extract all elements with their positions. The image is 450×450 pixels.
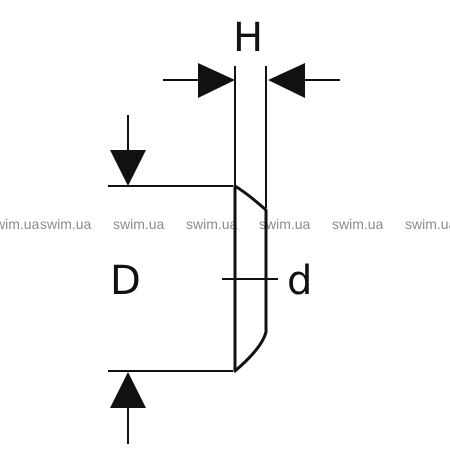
dimension-d-outer: D [108, 115, 233, 444]
watermark-text: swim.ua [405, 216, 450, 232]
watermark-text: swim.ua [40, 216, 92, 232]
gasket-profile [233, 184, 268, 373]
watermark-text: swim.ua [0, 216, 40, 232]
label-h: H [233, 15, 263, 61]
watermark-text: swim.ua [113, 216, 165, 232]
arrowhead-up [110, 372, 146, 408]
arrowhead-right [198, 63, 235, 98]
arrowhead-left [268, 63, 305, 98]
arrowhead-down [110, 150, 146, 186]
watermark-text: swim.ua [332, 216, 384, 232]
gasket-outline [233, 184, 268, 373]
watermark-text: swim.ua [186, 216, 238, 232]
dimension-h: H [163, 15, 340, 208]
watermark-row: swim.ua swim.ua swim.ua swim.ua swim.ua … [0, 216, 450, 232]
label-d-outer: D [110, 258, 141, 304]
watermark-text: swim.ua [259, 216, 311, 232]
dimension-d-inner: d [222, 258, 312, 304]
label-d-inner: d [287, 258, 312, 304]
